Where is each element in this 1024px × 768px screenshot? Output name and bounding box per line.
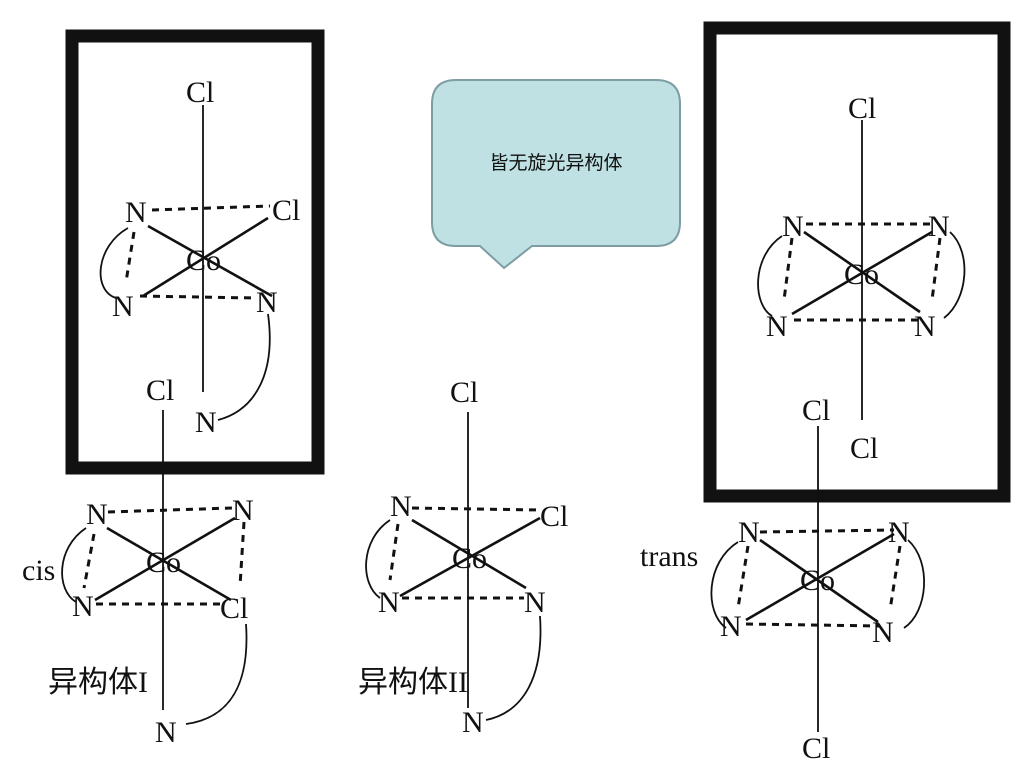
atom-n: N [72,590,94,623]
atom-cl: Cl [272,194,300,227]
cis-complex: Cl N N Co N Cl N cis 异构体I [22,374,254,749]
label-cis: cis [22,554,55,587]
highlight-frame-left [65,29,325,475]
atom-n: N [125,196,147,229]
highlight-frame-right [703,21,1011,503]
atom-cl: Cl [848,92,876,125]
atom-n: N [766,310,788,343]
atom-n: N [390,490,412,523]
atom-n: N [872,616,894,649]
atom-n: N [888,516,910,549]
atom-n: N [462,706,484,739]
atom-co: Co [186,244,221,277]
label-isomer-1: 异构体I [48,666,148,699]
callout-shape [431,79,681,270]
callout-bubble [431,79,681,270]
atom-n: N [86,498,108,531]
atom-co: Co [844,258,879,291]
atom-cl: Cl [220,592,248,625]
atom-co: Co [800,564,835,597]
atom-n: N [195,406,217,439]
atom-cl: Cl [186,76,214,109]
atom-n: N [232,494,254,527]
atom-n: N [782,210,804,243]
atom-n: N [155,716,177,749]
atom-n: N [720,610,742,643]
atom-n: N [928,210,950,243]
atom-cl: Cl [802,732,830,765]
atom-n: N [914,310,936,343]
atom-n: N [524,586,546,619]
atom-n: N [738,516,760,549]
label-trans: trans [640,540,698,573]
atom-n: N [256,286,278,319]
callout-text: 皆无旋光异构体 [489,152,623,174]
trans-complex: Cl N N Co N N Cl trans [640,394,926,765]
isomer-2-complex: Cl N Cl Co N N N 异构体II [358,376,568,739]
atom-cl: Cl [146,374,174,407]
atom-cl: Cl [850,432,878,465]
atom-co: Co [452,542,487,575]
atom-co: Co [146,546,181,579]
atom-cl: Cl [540,500,568,533]
framed-complex-left: Cl N Cl Co N N N [65,29,325,475]
atom-n: N [378,586,400,619]
atom-n: N [112,290,134,323]
atom-cl: Cl [802,394,830,427]
label-isomer-2: 异构体II [358,666,468,699]
framed-complex-right: Cl N N Co N N Cl [703,21,1011,503]
atom-cl: Cl [450,376,478,409]
